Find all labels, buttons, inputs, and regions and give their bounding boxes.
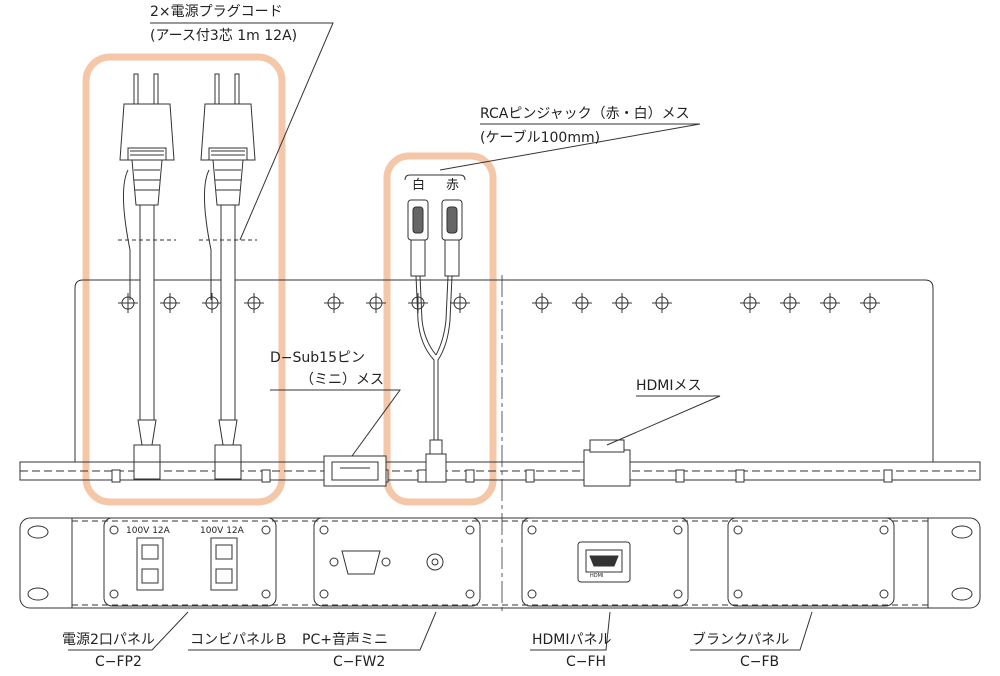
panel-name-hdmi: HDMIパネル [532, 632, 612, 648]
outlet-rating-right: 100V 12A [200, 526, 244, 536]
dsub-spec: （ミニ）メス [300, 372, 384, 388]
panel-code-blank: C−FB [740, 654, 780, 670]
subpanel-combi [313, 517, 481, 607]
rca-white-label: 白 [412, 178, 426, 193]
dsub-title: D−Sub15ピン [270, 350, 365, 366]
power-plug-right [199, 73, 257, 480]
bracket-top-view [19, 275, 981, 612]
hdmi-title: HDMIメス [636, 378, 702, 394]
rca-jacks [404, 174, 466, 483]
panel-name-blank: ブランクパネル [692, 632, 790, 648]
subpanel-blank [727, 517, 895, 607]
hdmi-side-view [583, 439, 631, 487]
panel-code-combi: C−FW2 [333, 654, 386, 670]
bracket-holes [118, 293, 880, 313]
subpanel-power [103, 517, 277, 607]
panel-code-hdmi: C−FH [566, 654, 607, 670]
leader-lines [68, 22, 813, 651]
panel-name-combi: コンビパネルＢ PC+音声ミニ [190, 632, 388, 648]
rca-red-label: 赤 [446, 178, 460, 193]
front-panel [19, 517, 981, 609]
power-plug-left [118, 73, 176, 480]
panel-code-power: C−FP2 [95, 654, 142, 670]
power-cord-title: 2×電源プラグコード [150, 4, 283, 20]
power-cord-spec: (アース付3芯 1m 12A) [150, 28, 298, 44]
dsub-side-view [323, 455, 387, 487]
rca-highlight [383, 152, 497, 506]
subpanel-hdmi [521, 517, 689, 607]
hdmi-connector-text: HDMI [590, 573, 604, 579]
panel-name-power: 電源2口パネル [62, 632, 155, 648]
outlet-rating-left: 100V 12A [126, 526, 170, 536]
rca-spec: (ケーブル100mm) [480, 130, 601, 146]
rca-title: RCAピンジャック（赤・白）メス [480, 106, 690, 122]
